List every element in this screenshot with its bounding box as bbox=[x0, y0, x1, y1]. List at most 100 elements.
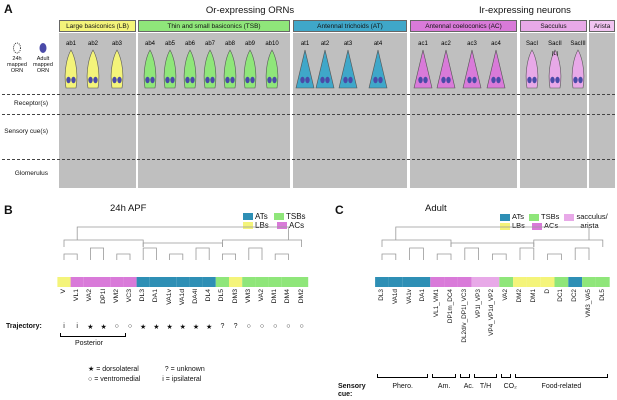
leaf-label-adult: VA1v bbox=[405, 289, 413, 304]
orn-cell bbox=[272, 76, 277, 84]
orn-cell bbox=[496, 76, 501, 84]
leaf-label-24h: DL3 bbox=[139, 289, 147, 302]
sensillum-shape-ab9 bbox=[243, 49, 257, 89]
trajectory-symbol: ○ bbox=[114, 323, 119, 330]
dendro-c-leaf-color bbox=[416, 277, 431, 287]
orn-cell bbox=[555, 76, 560, 84]
sensillum-shape-at4 bbox=[368, 49, 388, 89]
dendro-c-leaf-color bbox=[595, 277, 610, 287]
leaf-label-adult: DM2 bbox=[516, 289, 523, 303]
orn-cell bbox=[472, 76, 477, 84]
orn-cell bbox=[532, 76, 537, 84]
dendro-c-branch bbox=[381, 239, 452, 247]
trajectory-symbol: ★ bbox=[206, 324, 213, 331]
sensillum-label-ab7: ab7 bbox=[205, 41, 216, 47]
sensillum-label-ab1: ab1 bbox=[66, 41, 77, 47]
trajectory-symbol: ○ bbox=[273, 323, 278, 330]
dendro-c-leaf-color bbox=[388, 277, 403, 287]
dendro-b-branch bbox=[248, 247, 263, 260]
sensillum-label-ac1: ac1 bbox=[418, 41, 428, 47]
sensillum-shape-ab1 bbox=[64, 49, 78, 89]
sensillum-shape-at1 bbox=[295, 49, 315, 89]
dendro-b-leaf-color bbox=[176, 277, 190, 287]
leaf-label-adult: DL5 bbox=[598, 289, 606, 301]
orn-cell bbox=[467, 76, 472, 84]
panel-b-title: 24h APF bbox=[110, 203, 147, 214]
orn-cell bbox=[66, 76, 71, 84]
orn-cell bbox=[205, 76, 210, 84]
sensillum-shape-ab4 bbox=[143, 49, 157, 89]
trajectory-symbol: ★ bbox=[153, 324, 160, 331]
cue-bracket bbox=[432, 374, 456, 378]
dendro-c-leaf-color bbox=[444, 277, 458, 287]
dendro-b-leaf-color bbox=[268, 277, 282, 287]
sensillum-label-ab5: ab5 bbox=[165, 41, 176, 47]
dendro-b-leaf-color bbox=[229, 277, 243, 287]
dendro-c-branch bbox=[409, 247, 424, 260]
orn-cell bbox=[373, 76, 378, 84]
leaf-label-adult: DL3 bbox=[378, 289, 385, 301]
dendro-c-leaf-color bbox=[568, 277, 583, 287]
dendro-b-branch bbox=[90, 247, 104, 260]
dendro-b-branch bbox=[274, 253, 289, 260]
trajectory-symbol: ★ bbox=[100, 324, 107, 331]
panel-a-header-right: Ir-expressing neurons bbox=[479, 5, 571, 16]
dendro-c-leaf-color bbox=[457, 277, 472, 287]
dendro-b-leaf-color bbox=[163, 277, 177, 287]
leaf-label-adult: VL1_VM1 bbox=[433, 289, 441, 318]
leaf-label-24h: DM4 bbox=[284, 289, 292, 304]
sensillum-label-ac2: ac2 bbox=[441, 41, 451, 47]
orn-cell bbox=[578, 76, 583, 84]
leaf-label-adult: VA2 bbox=[502, 289, 510, 301]
dendro-b-branch bbox=[222, 253, 236, 260]
leaf-label-24h: DA1 bbox=[152, 289, 160, 303]
legend-swatch-acs bbox=[277, 222, 288, 230]
orn-cell bbox=[117, 76, 122, 84]
panel-c-letter: C bbox=[335, 203, 344, 217]
dendro-c-leaf-color bbox=[582, 277, 596, 287]
orn-cell bbox=[305, 76, 310, 84]
orn-cell bbox=[325, 76, 330, 84]
sensillum-label-ab10: ab10 bbox=[265, 41, 279, 47]
trajectory-symbol: ★ bbox=[87, 324, 94, 331]
panel-b-letter: B bbox=[4, 203, 13, 217]
dendro-b-branch bbox=[195, 247, 210, 260]
trajectory-symbol: ○ bbox=[259, 323, 265, 330]
leaf-label-24h: DA4l bbox=[192, 289, 199, 304]
dendro-c-branch bbox=[492, 253, 507, 260]
leaf-label-adult: DP1m_DC4 bbox=[447, 289, 454, 324]
dendro-c-leaf-color bbox=[485, 277, 500, 287]
row-label-glom: Glomerulus bbox=[14, 170, 48, 177]
leaf-label-24h: DL5 bbox=[218, 289, 226, 302]
leaf-label-adult: VP1l_VP3 bbox=[474, 289, 482, 319]
category-at: Antennal trichoids (AT) bbox=[293, 20, 407, 32]
dendro-b-leaf-color bbox=[242, 277, 256, 287]
dendro-b-branch bbox=[63, 239, 144, 247]
dendro-b-branch bbox=[76, 226, 289, 240]
orn-cell bbox=[550, 76, 555, 84]
dendro-c-branch bbox=[519, 247, 535, 260]
dendro-b-leaf-color bbox=[281, 277, 295, 287]
trajectory-symbol: ○ bbox=[286, 323, 291, 330]
sensillum-label-ab9: ab9 bbox=[245, 41, 256, 47]
orn-cell bbox=[446, 76, 451, 84]
sensillum-label-ab3: ab3 bbox=[112, 41, 123, 47]
leaf-label-adult: DA1 bbox=[419, 289, 427, 302]
sensillum-shape-ab6 bbox=[183, 49, 197, 89]
leaf-label-24h: DL4 bbox=[205, 289, 213, 302]
orn-cell bbox=[527, 76, 532, 84]
dendro-c-leaf-color bbox=[513, 277, 527, 287]
leaf-label-adult: VP4_VP1d_VP2 bbox=[488, 289, 496, 336]
orn-cell bbox=[491, 76, 496, 84]
sensillum-label-ab2: ab2 bbox=[88, 41, 99, 47]
dendro-c-leaf-color bbox=[402, 277, 417, 287]
orn-cell bbox=[170, 76, 175, 84]
dendro-b-leaf-color bbox=[255, 277, 269, 287]
leaf-label-24h: VA1v bbox=[165, 289, 173, 305]
dendro-c-leaf-color bbox=[471, 277, 486, 287]
orn-cell bbox=[423, 76, 428, 84]
panel-a-header-left: Or-expressing ORNs bbox=[205, 5, 295, 16]
orn-cell bbox=[343, 76, 348, 84]
category-ac: Antennal coeloconics (AC) bbox=[410, 20, 517, 32]
